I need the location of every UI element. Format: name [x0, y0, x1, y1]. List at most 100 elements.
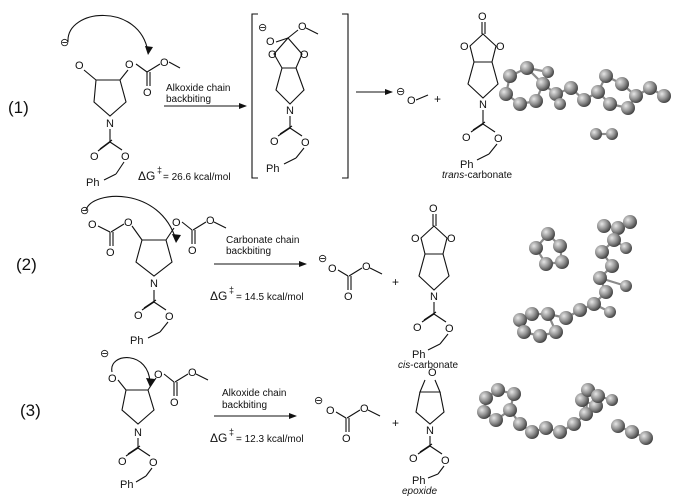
- charge-minus: ⊖: [258, 22, 267, 34]
- atom-o: O: [300, 49, 309, 61]
- methoxide: ⊖ O: [396, 86, 429, 107]
- atom-n: N: [134, 427, 142, 439]
- charge-minus: ⊖: [60, 37, 69, 49]
- atom-o: O: [298, 21, 307, 33]
- model-atom: [620, 280, 632, 292]
- model-atom: [533, 329, 547, 343]
- atom-o: O: [409, 453, 418, 465]
- model-atom: [573, 303, 587, 317]
- atom-o: O: [344, 291, 353, 303]
- atom-n: N: [286, 105, 294, 117]
- atom-n: N: [430, 291, 438, 303]
- delta-g: ΔG: [210, 289, 227, 303]
- reactant-structure: ⊖ O N O O O O O Ph: [60, 15, 181, 189]
- model-atom: [606, 394, 618, 406]
- methyl-carbonate-anion: ⊖ O O O: [318, 253, 383, 303]
- atom-o: O: [188, 367, 197, 379]
- model-atom: [541, 227, 555, 241]
- model-atom: [564, 81, 578, 95]
- atom-o: O: [149, 457, 158, 469]
- backbite-arrow: [111, 357, 151, 385]
- atom-o: O: [160, 57, 169, 69]
- phenyl-label: Ph: [120, 479, 133, 491]
- atom-n: N: [150, 278, 158, 290]
- product-trans-carbonate: O O O N O O Ph trans-carbonate: [442, 11, 512, 181]
- model-atom: [477, 405, 491, 419]
- delta-g-superscript: ‡: [157, 165, 162, 175]
- phenyl-label: Ph: [86, 177, 99, 189]
- atom-o: O: [407, 95, 416, 107]
- model-atom: [577, 93, 591, 107]
- methyl-carbonate-anion: ⊖ O O O: [314, 395, 381, 445]
- model-atom: [513, 97, 527, 111]
- atom-o: O: [206, 215, 215, 227]
- product-epoxide: O N O O Ph epoxide: [402, 367, 450, 497]
- model-atom: [489, 413, 503, 427]
- model-atom: [597, 219, 611, 233]
- model-atom: [606, 128, 618, 140]
- plus-sign: +: [392, 275, 399, 289]
- model-atom: [593, 271, 607, 285]
- model-atom: [553, 239, 567, 253]
- model-atom: [623, 215, 637, 229]
- plus-sign: +: [434, 92, 441, 106]
- atom-o: O: [270, 136, 279, 148]
- atom-o: O: [75, 60, 84, 72]
- model-atom: [503, 69, 517, 83]
- atom-o: O: [328, 263, 337, 275]
- atom-o: O: [413, 322, 422, 334]
- model-atom: [520, 61, 534, 75]
- atom-o: O: [134, 310, 143, 322]
- delta-g-superscript: ‡: [229, 427, 234, 437]
- model-atom: [513, 313, 527, 327]
- delta-g: ΔG: [210, 431, 227, 445]
- model-atom: [559, 311, 573, 325]
- arrow-label-line2: backbiting: [222, 400, 267, 411]
- arrow-label-line1: Carbonate chain: [226, 235, 299, 246]
- model-atom: [491, 383, 505, 397]
- model-atom: [549, 87, 563, 101]
- atom-o: O: [494, 133, 503, 145]
- atom-o: O: [462, 132, 471, 144]
- model-atom: [590, 128, 602, 140]
- phenyl-label: Ph: [412, 349, 425, 361]
- atom-o: O: [342, 433, 351, 445]
- atom-o: O: [88, 219, 97, 231]
- model-atom: [604, 306, 616, 318]
- atom-o: O: [266, 36, 275, 48]
- arrow-label-line1: Alkoxide chain: [166, 83, 230, 94]
- atom-o: O: [441, 455, 450, 467]
- reaction-2: (2) ⊖ O O O N O O O O: [16, 195, 637, 371]
- atom-o: O: [172, 217, 181, 229]
- charge-minus: ⊖: [100, 348, 109, 360]
- atom-o: O: [478, 11, 487, 23]
- model-atom: [513, 417, 527, 431]
- model-atom: [615, 77, 629, 91]
- ball-model-3: [477, 383, 653, 445]
- model-atom: [599, 69, 613, 83]
- model-atom: [639, 431, 653, 445]
- model-atom: [579, 407, 593, 421]
- transition-state: ⊖ O O O O N O O Ph: [251, 13, 349, 179]
- backbite-arrow: [67, 15, 149, 53]
- model-atom: [517, 325, 531, 339]
- atom-o: O: [429, 203, 438, 215]
- model-atom: [499, 87, 513, 101]
- arrow-label-line1: Alkoxide chain: [222, 388, 286, 399]
- model-atom: [529, 94, 543, 108]
- atom-o: O: [108, 373, 117, 385]
- model-atom: [625, 425, 639, 439]
- model-atom: [541, 307, 555, 321]
- atom-o: O: [360, 403, 369, 415]
- model-atom: [611, 419, 625, 433]
- model-atom: [591, 85, 605, 99]
- ball-model-2: [513, 215, 637, 343]
- atom-o: O: [170, 397, 179, 409]
- charge-minus: ⊖: [80, 205, 89, 217]
- phenyl-label: Ph: [460, 159, 473, 171]
- model-atom: [542, 66, 554, 78]
- model-atom: [603, 97, 617, 111]
- model-atom: [525, 425, 539, 439]
- model-atom: [657, 89, 671, 103]
- model-atom: [539, 421, 553, 435]
